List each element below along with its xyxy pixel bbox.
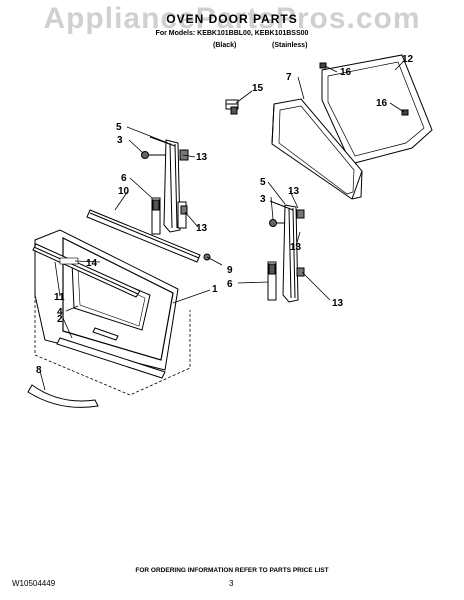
callout-11: 11 xyxy=(54,292,65,303)
callout-13-right-top: 13 xyxy=(288,186,300,197)
bottom-door-trim xyxy=(56,337,166,379)
model-numbers: For Models: KEBK101BBL00, KEBK101BSS00 xyxy=(155,30,309,37)
page-title: OVEN DOOR PARTS xyxy=(166,12,298,26)
left-hinge-assembly xyxy=(141,136,189,235)
callout-leaders xyxy=(39,59,406,391)
door-bumper-part xyxy=(225,99,239,115)
callout-13-left-bottom: 13 xyxy=(196,223,208,234)
callout-3-left: 3 xyxy=(117,135,123,146)
callout-7: 7 xyxy=(286,72,292,83)
door-handle xyxy=(27,384,99,408)
variant-black-label: (Black) xyxy=(213,42,237,49)
outer-door-glass xyxy=(319,54,433,165)
callout-5-left: 5 xyxy=(116,122,122,133)
callout-1: 1 xyxy=(212,284,218,295)
inner-glass-pack xyxy=(271,98,363,200)
callout-5-right: 5 xyxy=(260,177,266,188)
callout-9: 9 xyxy=(227,265,233,276)
callout-13-right-mid: 13 xyxy=(290,242,302,253)
callout-6-left: 6 xyxy=(121,173,127,184)
callout-10: 10 xyxy=(118,186,130,197)
callout-3-right: 3 xyxy=(260,194,266,205)
right-hinge-assembly xyxy=(267,200,305,303)
callout-4: 4 xyxy=(57,307,63,318)
callout-labels: 12 16 7 15 16 5 3 13 6 10 13 5 13 3 13 1… xyxy=(36,54,414,376)
callout-13-left-top: 13 xyxy=(196,152,208,163)
document-number: W10504449 xyxy=(12,579,56,588)
page-number: 3 xyxy=(229,579,234,588)
callout-16-lower: 16 xyxy=(376,98,388,109)
callout-15: 15 xyxy=(252,83,264,94)
callout-14: 14 xyxy=(86,258,98,269)
watermark: AppliancePartsPros.com xyxy=(43,2,421,35)
ordering-note: FOR ORDERING INFORMATION REFER TO PARTS … xyxy=(135,567,329,574)
callout-16-top: 16 xyxy=(340,67,352,78)
callout-6-right: 6 xyxy=(227,279,233,290)
variant-stainless-label: (Stainless) xyxy=(272,42,308,49)
callout-12: 12 xyxy=(402,54,414,65)
callout-8: 8 xyxy=(36,365,42,376)
callout-2: 2 xyxy=(57,314,63,325)
callout-13-right-bottom: 13 xyxy=(332,298,344,309)
